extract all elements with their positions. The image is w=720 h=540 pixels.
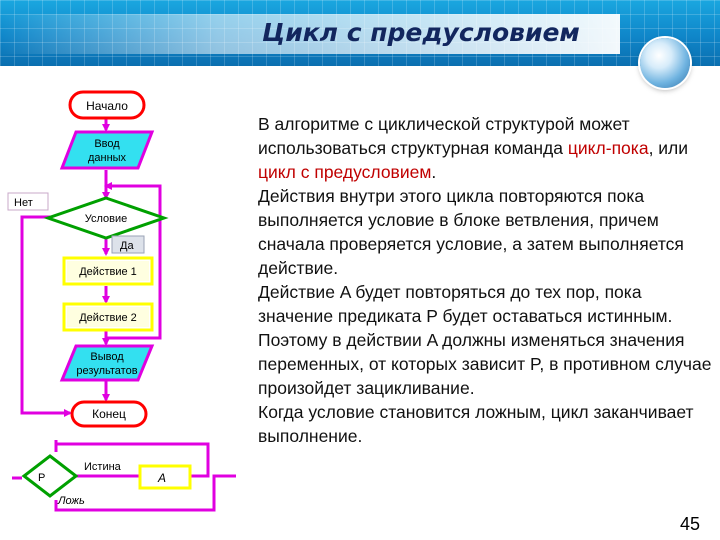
text-s1: В алгоритме с циклической структурой мож…: [258, 114, 630, 158]
action-a-block: [138, 464, 192, 490]
text-s2-highlight: цикл-пока: [567, 138, 649, 158]
true-label: Истина: [84, 461, 122, 473]
output-label-line1: Вывод: [90, 351, 124, 363]
no-label: Нет: [14, 197, 33, 209]
slide-body-text: В алгоритме с циклической структурой мож…: [258, 112, 714, 448]
text-s3: , или: [648, 138, 689, 158]
start-block: Начало: [68, 90, 146, 120]
input-label-line2: данных: [88, 152, 127, 164]
predicate-label: P: [38, 472, 45, 484]
output-block: Вывод результатов: [59, 344, 155, 382]
page-number: 45: [680, 514, 701, 534]
action-a-label: A: [157, 471, 166, 485]
no-label-box: Нет: [7, 192, 49, 211]
predicate-diamond: [21, 454, 79, 498]
yes-label: Да: [120, 240, 134, 252]
flow-lines: [20, 117, 162, 417]
action1-block: Действие 1: [62, 256, 154, 286]
end-block: Конец: [70, 400, 148, 428]
action2-block: Действие 2: [62, 302, 154, 332]
globe-icon: [640, 38, 690, 88]
paragraph-1: В алгоритме с циклической структурой мож…: [258, 112, 714, 184]
text-s4-highlight: цикл с предусловием: [258, 162, 432, 182]
start-label: Начало: [86, 99, 128, 113]
input-label-line1: Ввод: [94, 138, 120, 150]
title-band: [0, 14, 620, 54]
end-label: Конец: [92, 407, 126, 421]
flowchart: Начало Ввод данных Нет Условие Да Действ…: [7, 90, 236, 512]
input-block: Ввод данных: [59, 130, 155, 170]
paragraph-4: Поэтому в действии A должны изменяться з…: [258, 330, 712, 398]
paragraph-3: Действие A будет повторяться до тех пор,…: [258, 282, 673, 326]
condition-label: Условие: [85, 213, 128, 225]
paragraph-5: Когда условие становится ложным, цикл за…: [258, 402, 694, 446]
small-diagram-lines: [12, 440, 236, 512]
yes-label-box: Да: [111, 235, 145, 254]
false-label: Ложь: [57, 495, 85, 507]
output-label-line2: результатов: [76, 365, 137, 377]
small-diagram: P Истина A Ложь: [12, 440, 236, 512]
action1-label: Действие 1: [79, 266, 137, 278]
slide-title: Цикл с предусловием: [262, 18, 580, 47]
text-s5: .: [431, 162, 437, 182]
action2-label: Действие 2: [79, 312, 137, 324]
slide-header: Цикл с предусловием: [0, 0, 720, 66]
paragraph-2: Действия внутри этого цикла повторяются …: [258, 186, 684, 278]
condition-block: Условие: [43, 196, 169, 240]
